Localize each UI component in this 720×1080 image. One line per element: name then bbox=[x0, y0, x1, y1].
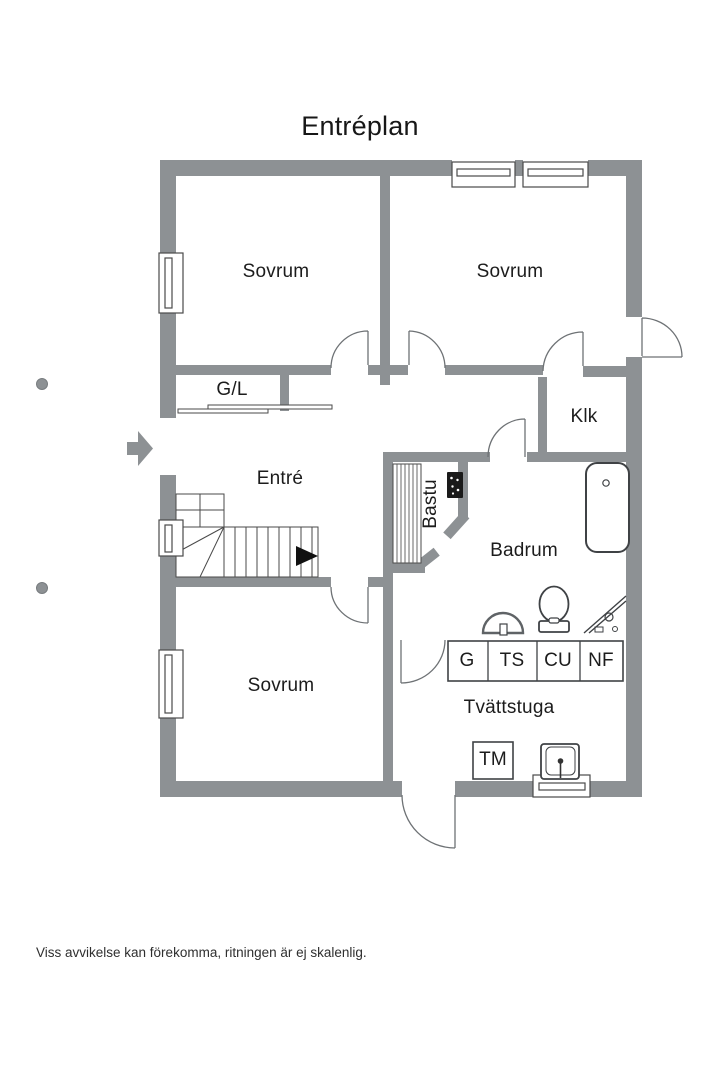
door-sovrum-ne bbox=[408, 330, 446, 369]
room-label-tvattstuga: Tvättstuga bbox=[463, 697, 555, 718]
bathroom-fixtures bbox=[481, 462, 630, 636]
outer-walls bbox=[160, 160, 642, 797]
shower-corner-icon bbox=[583, 595, 627, 634]
doors bbox=[330, 317, 683, 849]
door-badrum bbox=[487, 418, 526, 458]
stairs-direction-arrow-icon bbox=[296, 546, 318, 566]
window-top-1 bbox=[451, 161, 516, 188]
windows bbox=[158, 161, 591, 798]
fixture-label-nf: NF bbox=[588, 650, 614, 671]
room-label-klk: Klk bbox=[570, 406, 598, 427]
door-exterior-south bbox=[401, 794, 456, 849]
door-sovrum-nw bbox=[330, 330, 369, 369]
room-label-sovrum-ne: Sovrum bbox=[476, 261, 544, 282]
washing-machine-box bbox=[472, 741, 514, 780]
window-left-3 bbox=[158, 649, 184, 719]
sliding-doors-gl bbox=[177, 404, 333, 414]
door-klk bbox=[542, 331, 584, 372]
room-label-sovrum-sw: Sovrum bbox=[247, 675, 315, 696]
fixture-label-ts: TS bbox=[499, 650, 525, 671]
door-sovrum-sw bbox=[330, 586, 369, 624]
entrance-arrow-icon bbox=[127, 431, 153, 466]
fixture-label-tm: TM bbox=[479, 749, 507, 770]
laundry-sink-icon bbox=[540, 743, 580, 780]
room-label-badrum: Badrum bbox=[490, 540, 558, 561]
disclaimer-text: Viss avvikelse kan förekomma, ritningen … bbox=[36, 945, 367, 960]
window-top-2 bbox=[522, 161, 589, 188]
marker-dot-icon bbox=[36, 378, 48, 390]
bathtub-icon bbox=[585, 462, 630, 553]
room-label-bastu: Bastu bbox=[420, 479, 441, 529]
sauna-heater-icon bbox=[447, 472, 463, 498]
door-exterior-east bbox=[641, 317, 683, 358]
marker-dot-icon bbox=[36, 582, 48, 594]
room-label-gl: G/L bbox=[216, 379, 248, 400]
page-title: Entréplan bbox=[301, 111, 419, 141]
room-label-entre: Entré bbox=[256, 468, 304, 489]
window-left-1 bbox=[158, 252, 184, 314]
room-label-sovrum-nw: Sovrum bbox=[242, 261, 310, 282]
window-bottom bbox=[532, 774, 591, 798]
closet-row bbox=[447, 640, 624, 682]
door-tvattstuga bbox=[400, 639, 446, 684]
sauna-benches bbox=[392, 463, 463, 564]
fixture-label-cu: CU bbox=[544, 650, 572, 671]
fixture-label-g: G bbox=[459, 650, 475, 671]
washbasin-icon bbox=[481, 611, 525, 636]
stairs bbox=[175, 493, 319, 578]
window-left-2 bbox=[158, 519, 184, 557]
map-dots bbox=[36, 378, 48, 594]
laundry-fixtures bbox=[447, 640, 624, 780]
toilet-icon bbox=[538, 585, 570, 633]
